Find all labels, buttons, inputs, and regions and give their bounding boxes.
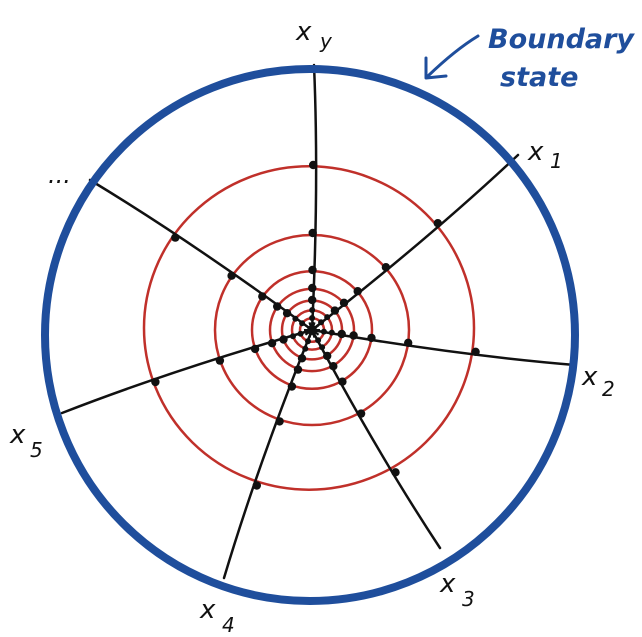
intersection-dot: [339, 298, 349, 307]
intersection-dot: [329, 362, 338, 371]
label-xy: x y: [295, 17, 333, 53]
intersection-dot: [433, 219, 442, 228]
boundary-circle: [41, 65, 579, 605]
annotation-arrowhead: [424, 56, 448, 80]
intersection-dot: [293, 365, 303, 374]
intersection-dot: [338, 377, 347, 386]
radial-line: [88, 178, 314, 332]
intersection-dot: [279, 335, 288, 344]
intersection-dot: [404, 338, 413, 347]
intersection-dot: [308, 228, 317, 238]
intersection-dot: [305, 338, 311, 345]
intersection-dot: [258, 292, 267, 301]
intersection-dot: [171, 233, 180, 242]
intersection-dot: [318, 319, 325, 326]
annotation-line1: Boundary: [488, 24, 635, 55]
intersection-dot: [319, 344, 326, 351]
intersection-dot: [275, 417, 284, 426]
center-dot: [307, 325, 317, 335]
radial-line: [60, 328, 314, 415]
intersection-dot: [315, 337, 322, 344]
radial-line: [310, 328, 442, 550]
intersection-dot: [367, 333, 376, 343]
intersection-dot: [297, 354, 307, 363]
label-x4: x 4: [199, 595, 235, 637]
intersection-dot: [337, 329, 346, 339]
intersection-dot: [309, 315, 316, 321]
intersection-dot: [297, 330, 304, 337]
intersection-dot: [299, 320, 306, 327]
intersection-dot: [273, 302, 282, 311]
intersection-dot: [309, 160, 318, 170]
label-x4-main: x: [199, 595, 216, 625]
annotation-arrow: [426, 34, 480, 78]
annotation-line2: state: [500, 62, 578, 93]
intersection-dot: [356, 409, 366, 418]
intersection-dot: [267, 339, 277, 348]
intersection-dot: [330, 306, 340, 315]
intersection-dot: [290, 333, 296, 340]
label-x3-sub: 3: [462, 587, 475, 611]
intersection-dot: [282, 309, 292, 318]
label-x2-main: x: [581, 362, 598, 392]
intersection-dot: [471, 347, 480, 356]
label-x5-main: x: [9, 420, 26, 450]
center-point: [304, 322, 320, 338]
label-x2-sub: 2: [602, 377, 615, 401]
intersection-dot: [309, 307, 316, 313]
intersection-dots: [151, 160, 480, 490]
intersection-dot: [323, 351, 332, 361]
intersection-dot: [151, 377, 160, 387]
bulk-ring: [142, 165, 476, 491]
intersection-dot: [324, 314, 331, 321]
radial-line: [310, 63, 318, 332]
intersection-dot: [250, 344, 260, 354]
label-x5-sub: 5: [30, 438, 43, 462]
label-x4-sub: 4: [222, 613, 235, 637]
radial-line: [310, 328, 577, 367]
label-ellipsis: ...: [48, 161, 71, 189]
intersection-dot: [292, 315, 299, 322]
intersection-dot: [391, 468, 400, 477]
intersection-dot: [353, 287, 362, 296]
intersection-dot: [308, 295, 317, 305]
radial-lines: [60, 63, 577, 580]
label-xy-main: x: [295, 17, 312, 47]
boundary-annotation: Boundary state: [424, 24, 635, 93]
intersection-dot: [308, 283, 317, 293]
radial-line: [310, 153, 520, 332]
label-x1-main: x: [527, 137, 544, 167]
label-x5: x 5: [9, 420, 43, 462]
intersection-dot: [349, 331, 358, 340]
label-x1-sub: 1: [550, 149, 563, 173]
intersection-dot: [381, 263, 391, 272]
intersection-dot: [308, 265, 317, 275]
intersection-dot: [227, 271, 236, 280]
label-x3: x 3: [439, 569, 475, 611]
label-x1: x 1: [527, 137, 563, 173]
radial-line: [222, 328, 314, 580]
intersection-dot: [252, 481, 261, 490]
intersection-dot: [302, 345, 309, 352]
intersection-dot: [287, 382, 297, 391]
intersection-dot: [215, 356, 225, 365]
label-xy-sub: y: [319, 29, 333, 53]
intersection-dot: [320, 328, 327, 335]
label-x3-main: x: [439, 569, 456, 599]
intersection-dot: [328, 329, 335, 336]
label-x2: x 2: [581, 362, 615, 401]
